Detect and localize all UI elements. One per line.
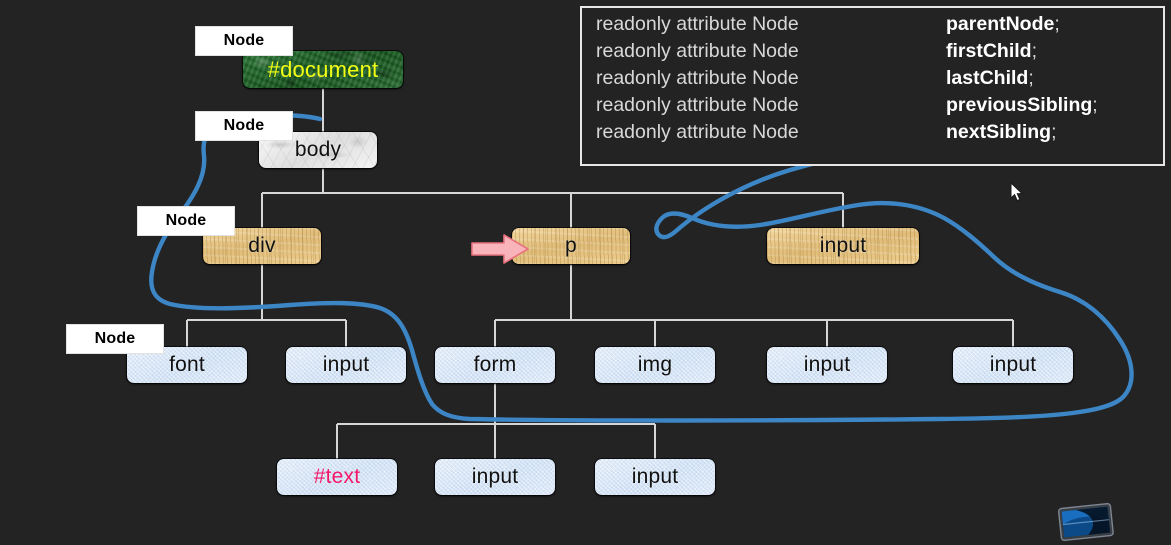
code-property-name: nextSibling	[946, 121, 1052, 143]
code-row: readonly attribute Node previousSibling;	[596, 94, 1163, 121]
code-declaration: readonly attribute Node	[596, 13, 799, 35]
tree-node-form[interactable]: form	[435, 347, 555, 383]
pink-arrow-icon	[471, 234, 529, 264]
code-declaration: readonly attribute Node	[596, 67, 799, 89]
tree-node-input-row3[interactable]: input	[767, 228, 919, 264]
tree-node-input-c[interactable]: input	[953, 347, 1073, 383]
code-semicolon: ;	[1054, 13, 1060, 35]
code-row: readonly attribute Node firstChild;	[596, 40, 1163, 67]
code-declaration: readonly attribute Node	[596, 121, 799, 143]
tree-node-input-e[interactable]: input	[595, 459, 715, 495]
tree-node-input-b[interactable]: input	[767, 347, 887, 383]
code-property-name: firstChild	[946, 40, 1032, 62]
code-semicolon: ;	[1051, 121, 1057, 143]
code-property-name: parentNode	[946, 13, 1055, 35]
callout-badge-node-body: Node	[195, 111, 293, 141]
callout-badge-node-leaf: Node	[66, 324, 164, 354]
code-declaration: readonly attribute Node	[596, 40, 799, 62]
tree-node-input-a[interactable]: input	[286, 347, 406, 383]
callout-badge-node-div: Node	[137, 206, 235, 236]
monitor-icon[interactable]	[1057, 503, 1115, 543]
code-semicolon: ;	[1028, 67, 1034, 89]
callout-badge-node-document: Node	[195, 26, 293, 56]
code-property-name: previousSibling	[946, 94, 1093, 116]
tree-node-img[interactable]: img	[595, 347, 715, 383]
code-semicolon: ;	[1092, 94, 1098, 116]
code-semicolon: ;	[1031, 40, 1038, 62]
tree-node-text[interactable]: #text	[277, 459, 397, 495]
code-row: readonly attribute Node nextSibling;	[596, 121, 1163, 148]
tree-node-input-d[interactable]: input	[435, 459, 555, 495]
code-row: readonly attribute Node lastChild;	[596, 67, 1163, 94]
code-property-name: lastChild	[946, 67, 1029, 89]
mouse-cursor-icon	[1010, 182, 1024, 202]
idl-code-panel: readonly attribute Node parentNode; read…	[580, 6, 1165, 166]
code-declaration: readonly attribute Node	[596, 94, 799, 116]
tree-node-document[interactable]: #document	[243, 51, 403, 88]
code-row: readonly attribute Node parentNode;	[596, 13, 1163, 40]
